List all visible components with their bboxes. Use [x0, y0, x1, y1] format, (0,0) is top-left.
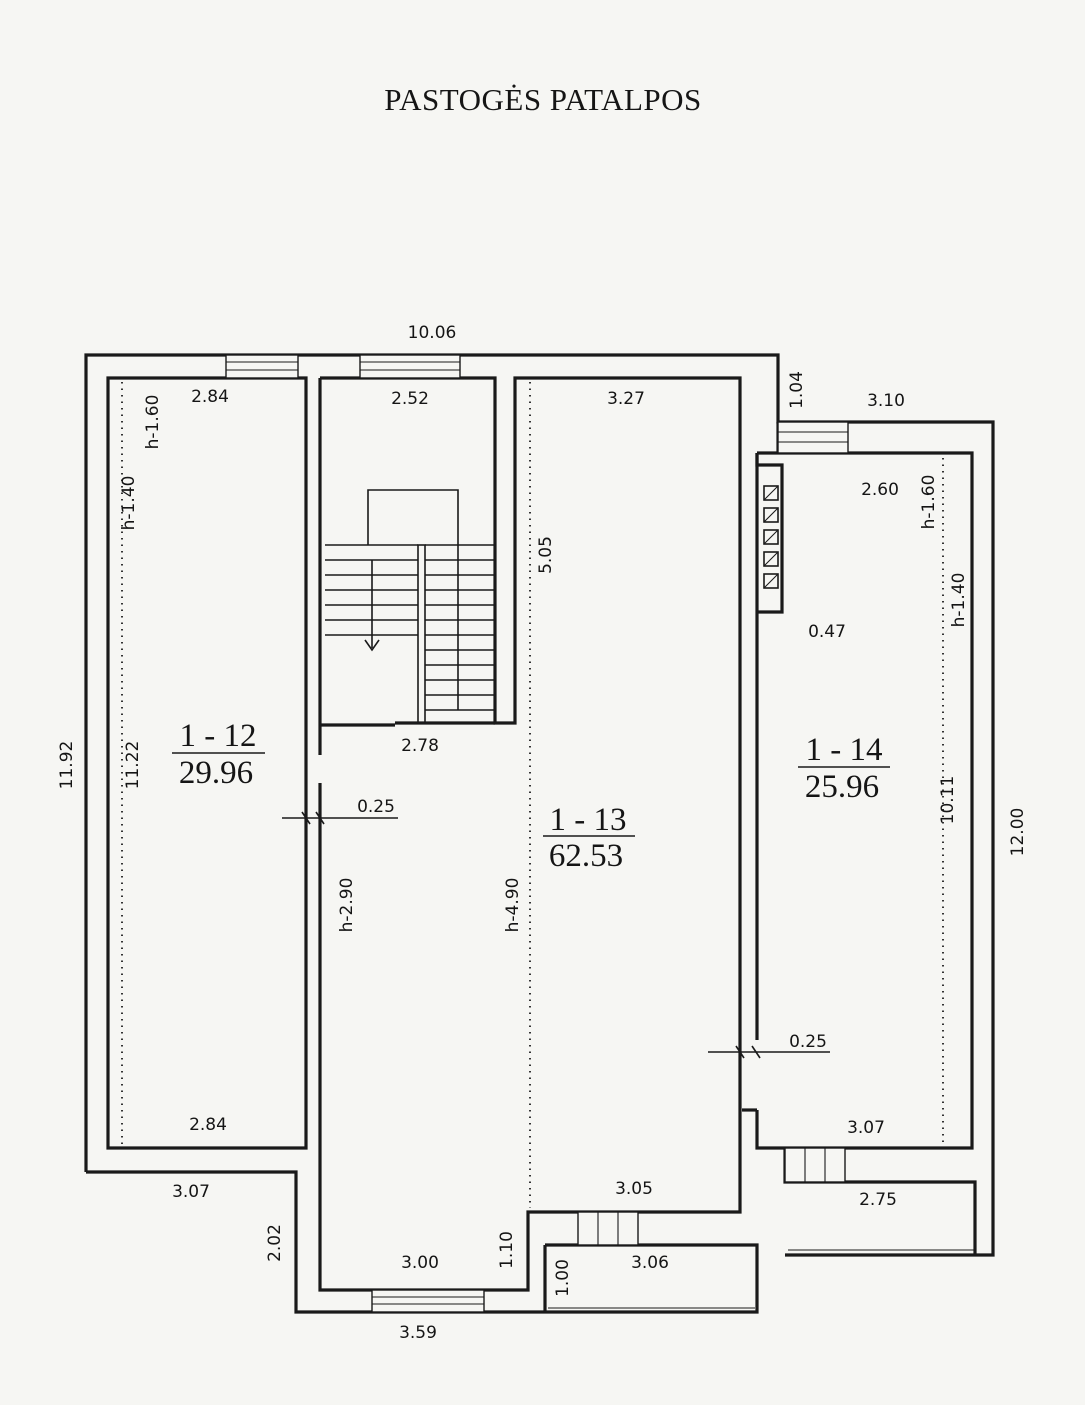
room-1-12-label: 1 - 12 29.96: [172, 718, 265, 791]
outer-walls: [84, 353, 995, 1314]
dim-r14-bottom: 3.07: [847, 1118, 885, 1138]
vertical-dimension-labels: h-1.60 h-1.40 11.22 11.92 5.05 h-2.90 h-…: [57, 371, 1028, 1297]
dim-bottom-overall: 3.59: [399, 1323, 437, 1343]
room-id: 1 - 14: [806, 732, 883, 768]
dim-r13-bottom: 3.05: [615, 1179, 653, 1199]
dim-r13-top: 3.27: [607, 389, 645, 409]
dim-stair-bottom: 2.78: [401, 736, 439, 756]
dim-partition-right: 0.25: [789, 1032, 827, 1052]
room-1-14-label: 1 - 14 25.96: [798, 732, 890, 805]
dim-balcony-depth: 1.00: [553, 1259, 573, 1297]
partition-markers: [282, 811, 830, 1059]
dim-chimney-offset: 0.47: [808, 622, 846, 642]
height-lines: [121, 382, 944, 1208]
dim-r12-bottom: 2.84: [189, 1115, 227, 1135]
dim-r14-balcony: 2.75: [859, 1190, 897, 1210]
dim-lower-left-offset: 2.02: [265, 1224, 285, 1262]
dim-r12-h-upper: h-1.60: [143, 395, 163, 450]
dim-r14-top: 2.60: [861, 480, 899, 500]
room-id: 1 - 12: [180, 718, 257, 754]
dim-right-offset: 1.04: [787, 371, 807, 409]
room-id: 1 - 13: [550, 802, 627, 838]
dim-r12-h-lower: h-1.40: [119, 476, 139, 531]
dimension-labels: 10.06 2.84 2.52 3.27 3.10 2.60 0.47 2.78…: [172, 323, 905, 1343]
windows: [225, 354, 975, 1313]
dim-right-overall: 12.00: [1008, 808, 1028, 857]
room-area: 25.96: [805, 769, 879, 805]
chimney-ducts: [763, 485, 779, 589]
dim-r14-h-upper: h-1.60: [919, 475, 939, 530]
dim-offset-110: 1.10: [497, 1231, 517, 1269]
dim-bottom-window: 3.00: [401, 1253, 439, 1273]
room-area: 62.53: [549, 838, 623, 874]
dim-balcony-width: 3.06: [631, 1253, 669, 1273]
dim-r13-upper-length: 5.05: [536, 536, 556, 574]
dim-r14-h-lower: h-1.40: [949, 573, 969, 628]
plan-title: PASTOGĖS PATALPOS: [384, 82, 702, 117]
staircase: [325, 489, 495, 724]
dim-r13-h-mid: h-4.90: [503, 878, 523, 933]
dim-left-overall: 11.92: [57, 741, 77, 790]
room-area: 29.96: [179, 755, 253, 791]
dim-r13-h-left: h-2.90: [337, 878, 357, 933]
dim-r12-top: 2.84: [191, 387, 229, 407]
room-1-13-label: 1 - 13 62.53: [543, 802, 635, 874]
dim-stair-width: 2.52: [391, 389, 429, 409]
dim-top-overall: 10.06: [408, 323, 457, 343]
dim-r12-length: 11.22: [123, 741, 143, 790]
dim-partition-left: 0.25: [357, 797, 395, 817]
dim-r14-length: 10.11: [938, 776, 958, 825]
dim-r14-top-wall: 3.10: [867, 391, 905, 411]
dim-left-bottom-wall: 3.07: [172, 1182, 210, 1202]
